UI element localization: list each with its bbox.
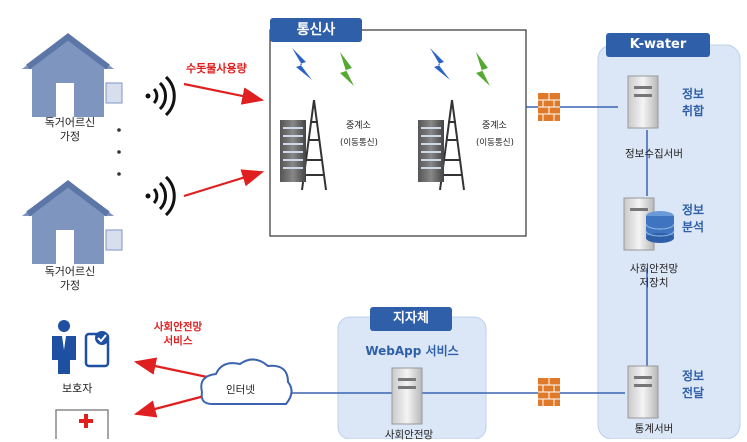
house-icon (22, 180, 123, 264)
red-arrows (133, 82, 265, 418)
house-icon (22, 33, 123, 117)
local-gov-server-label: 사회안전망 (384, 429, 434, 441)
relay-tower-icon (280, 99, 327, 191)
kwater-title: K-water (606, 33, 710, 57)
kwater-step-label: 정보 전달 (682, 369, 705, 400)
relay-label: 중계소 (346, 121, 371, 131)
guardian-label: 보호자 (62, 382, 93, 395)
guardian-icon (52, 320, 110, 374)
local-gov-server-icon (391, 367, 423, 425)
relay-sublabel: (이동통신) (340, 138, 378, 148)
webapp-service-label: WebApp 서비스 (365, 344, 459, 358)
kwater-step-server: 사회안전망 저장치 (629, 263, 679, 289)
storage-server-icon (623, 197, 675, 251)
wireless-signal-icon (145, 75, 176, 117)
statistics-server-icon (627, 365, 659, 419)
connection-lines (290, 106, 648, 394)
telecom-box (269, 29, 527, 237)
firewall-icon (538, 93, 560, 121)
collection-server-icon (627, 75, 659, 129)
telecom-title: 통신사 (270, 18, 362, 42)
firewall-icon (538, 378, 560, 406)
kwater-step-label: 정보 취합 (682, 87, 705, 118)
wireless-signal-icon (145, 175, 176, 217)
kwater-step-label: 정보 분석 (682, 203, 705, 234)
relay-label: 중계소 (482, 121, 507, 131)
relay-tower-icon (418, 99, 465, 191)
relay-sublabel: (이동통신) (476, 138, 514, 148)
kwater-step-server: 통계서버 (634, 423, 674, 435)
local-gov-title: 지자체 (370, 307, 452, 331)
safety-service-label: 사회안전망 서비스 (153, 321, 203, 347)
kwater-step-server: 정보수집서버 (625, 148, 683, 160)
kwater-panel (597, 44, 741, 439)
ellipsis-dots (117, 128, 121, 176)
ambulance-icon (55, 409, 109, 439)
household-label: 독거어르신 가정 (44, 265, 96, 292)
lightning-icon (292, 48, 490, 86)
water-usage-label: 수돗물사용량 (186, 62, 247, 75)
internet-cloud-icon (200, 358, 293, 405)
household-label: 독거어르신 가정 (44, 116, 96, 143)
internet-label: 인터넷 (226, 384, 255, 396)
